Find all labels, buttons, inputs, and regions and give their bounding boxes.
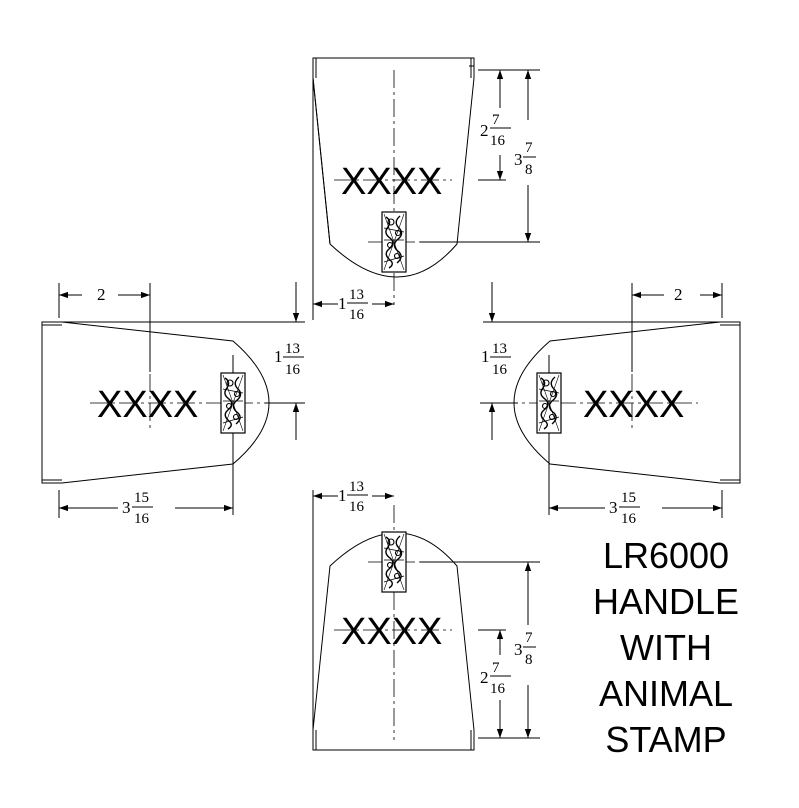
animal-stamp-icon [381, 531, 407, 593]
dim-right-3-15-16: 3 15 16 [609, 490, 640, 527]
dim-top-2-7-16: 2 7 16 [480, 112, 511, 149]
title-block: LR6000 HANDLE WITH ANIMAL STAMP [593, 535, 739, 760]
svg-text:13: 13 [349, 479, 364, 495]
animal-stamp-icon [381, 211, 407, 273]
title-line-3: WITH [620, 627, 712, 668]
svg-text:1: 1 [338, 294, 347, 313]
svg-text:16: 16 [621, 511, 637, 527]
svg-text:16: 16 [490, 681, 506, 697]
svg-text:15: 15 [134, 490, 149, 506]
svg-text:3: 3 [609, 498, 618, 517]
left-handle [41, 282, 305, 518]
svg-text:16: 16 [349, 499, 365, 515]
svg-text:16: 16 [492, 362, 508, 378]
top-handle [312, 57, 540, 320]
svg-text:13: 13 [492, 341, 507, 357]
animal-stamp-icon [536, 372, 562, 434]
svg-text:1: 1 [274, 347, 283, 366]
svg-text:3: 3 [514, 150, 523, 169]
dim-right-2: 2 [674, 285, 683, 304]
dim-left-2: 2 [97, 285, 106, 304]
svg-text:1: 1 [338, 486, 347, 505]
dim-bottom-1-13-16: 1 13 16 [338, 479, 368, 515]
bottom-part-mark: XXXX [341, 611, 442, 653]
svg-text:1: 1 [481, 347, 490, 366]
svg-text:16: 16 [349, 307, 365, 323]
dim-left-1-13-16: 1 13 16 [274, 341, 304, 378]
right-part-mark: XXXX [583, 384, 684, 426]
svg-text:2: 2 [480, 121, 489, 140]
title-line-1: LR6000 [603, 535, 729, 576]
dim-left-3-15-16: 3 15 16 [122, 490, 153, 527]
svg-text:3: 3 [122, 498, 131, 517]
animal-stamp-icon [220, 372, 246, 434]
svg-text:2: 2 [480, 668, 489, 687]
top-part-mark: XXXX [341, 161, 442, 203]
left-part-mark: XXXX [97, 384, 198, 426]
svg-text:16: 16 [134, 511, 150, 527]
svg-text:7: 7 [492, 112, 500, 128]
title-line-2: HANDLE [593, 581, 739, 622]
bottom-handle [312, 490, 540, 751]
svg-text:8: 8 [525, 652, 533, 668]
svg-text:16: 16 [285, 362, 301, 378]
right-handle [480, 282, 741, 518]
title-line-4: ANIMAL [599, 673, 733, 714]
svg-text:8: 8 [525, 162, 533, 178]
svg-text:13: 13 [285, 341, 300, 357]
svg-text:7: 7 [525, 630, 533, 646]
svg-text:7: 7 [525, 140, 533, 156]
svg-text:7: 7 [492, 660, 500, 676]
dim-bottom-2-7-16: 2 7 16 [480, 660, 511, 697]
dim-top-3-7-8: 3 7 8 [514, 140, 536, 178]
svg-text:15: 15 [621, 490, 636, 506]
svg-text:3: 3 [514, 640, 523, 659]
svg-text:16: 16 [490, 133, 506, 149]
svg-text:13: 13 [349, 287, 364, 303]
title-line-5: STAMP [605, 719, 726, 760]
dim-bottom-3-7-8: 3 7 8 [514, 630, 536, 668]
dim-right-1-13-16: 1 13 16 [481, 341, 511, 378]
dim-top-1-13-16: 1 13 16 [338, 287, 368, 323]
